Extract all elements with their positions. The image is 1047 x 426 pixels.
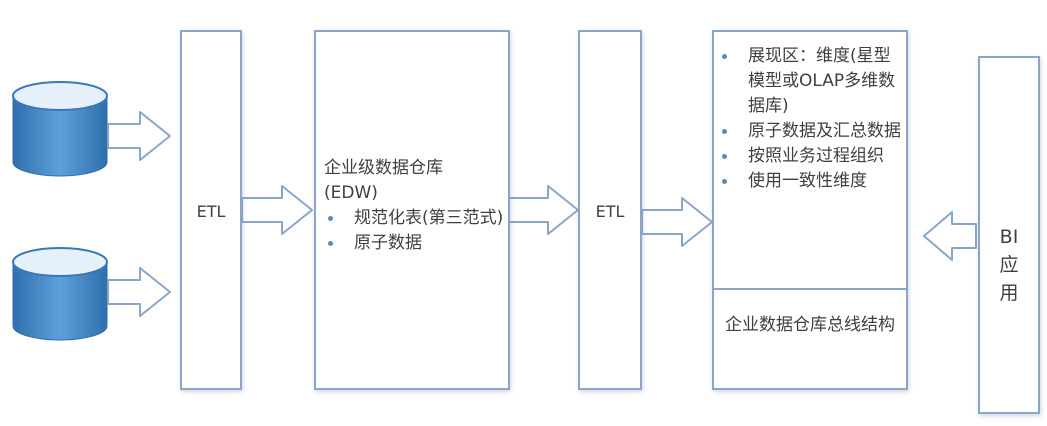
bi-label-char: 用 [999,282,1019,304]
presentation-bullet: 展现区：维度(星型模型或OLAP多维数据库) [718,44,902,119]
presentation-bullet-list: 展现区：维度(星型模型或OLAP多维数据库) 原子数据及汇总数据 按照业务过程组… [718,44,902,194]
edw-content: 企业级数据仓库 (EDW) 规范化表(第三范式) 原子数据 [324,156,504,256]
left-block-arrow-icon [923,211,977,261]
right-block-arrow-icon [107,111,171,161]
right-block-arrow-icon [107,267,171,317]
bi-app-box: BI 应 用 [978,56,1040,414]
database-cylinder-icon [12,247,108,341]
etl-box-2: ETL [578,30,642,390]
right-block-arrow-icon [641,197,713,247]
bi-app-label: BI 应 用 [980,223,1038,307]
edw-bullet: 规范化表(第三范式) [324,206,504,231]
bi-label-char: 应 [999,254,1019,276]
right-block-arrow-icon [241,185,313,235]
edw-box: 企业级数据仓库 (EDW) 规范化表(第三范式) 原子数据 [314,30,510,390]
presentation-bullet: 原子数据及汇总数据 [718,119,902,144]
bi-label-char: BI [999,226,1019,248]
etl-label: ETL [196,202,226,221]
edw-subtitle: (EDW) [324,183,378,203]
etl-label: ETL [595,202,625,221]
presentation-divider [714,288,906,290]
edw-bullet: 原子数据 [324,231,504,256]
database-cylinder-icon [12,81,108,177]
presentation-bullet: 按照业务过程组织 [718,144,902,169]
presentation-box: 展现区：维度(星型模型或OLAP多维数据库) 原子数据及汇总数据 按照业务过程组… [712,30,908,390]
bus-architecture-label: 企业数据仓库总线结构 [725,315,895,335]
edw-bullet-list: 规范化表(第三范式) 原子数据 [324,206,504,256]
right-block-arrow-icon [508,185,579,235]
etl-box-1: ETL [180,30,242,390]
edw-title: 企业级数据仓库 [324,158,443,178]
presentation-bullet: 使用一致性维度 [718,169,902,194]
